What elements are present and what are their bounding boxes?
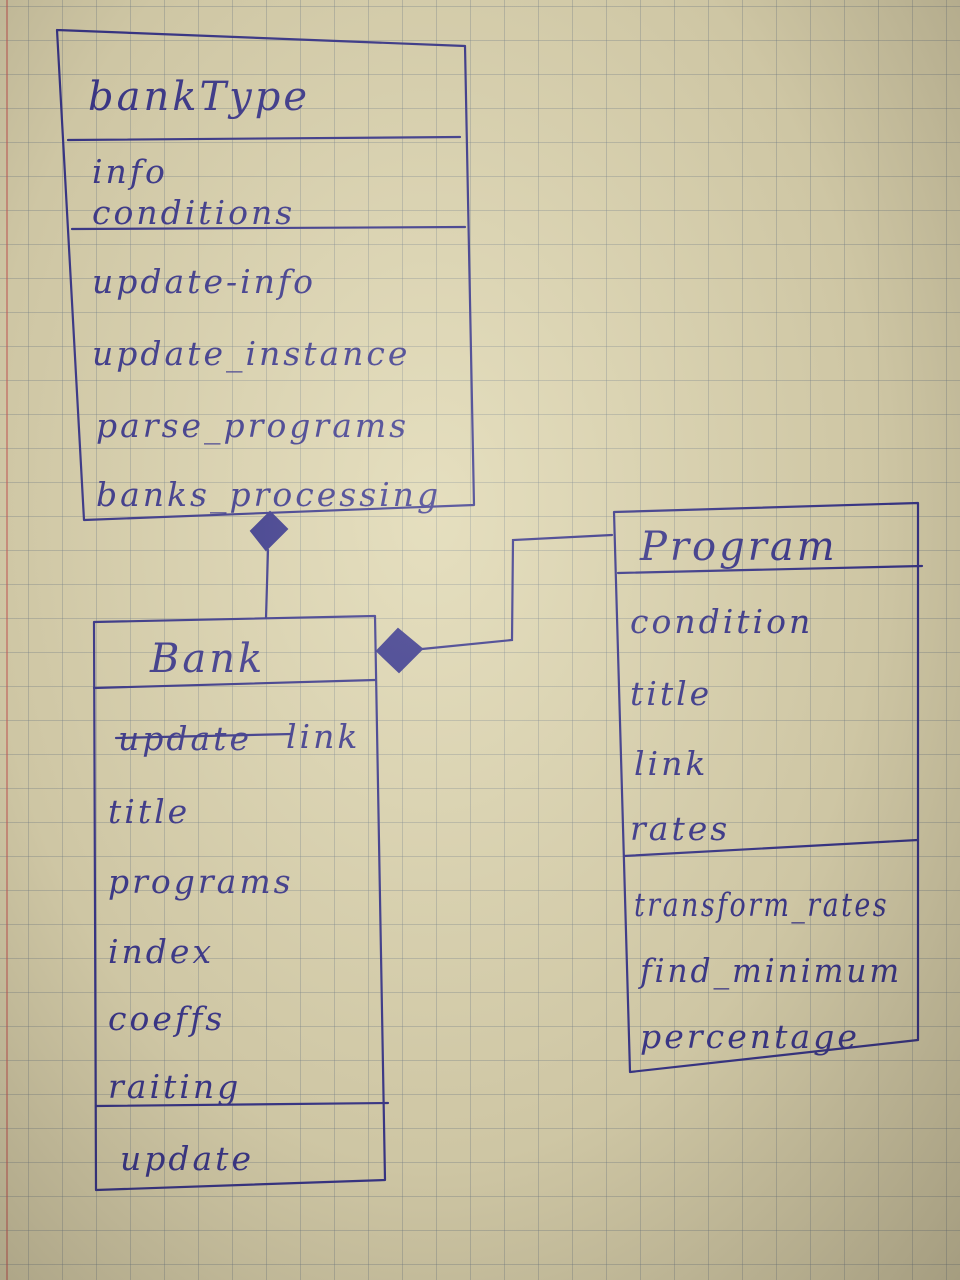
banktype-method-update-info: update-info [92,262,316,301]
bank-name-divider [92,678,377,690]
program-attr-title: title [630,674,712,713]
notebook-margin-line [6,0,8,1280]
strikethrough-line [114,732,294,740]
program-method-find-minimum: find_minimum [637,951,902,991]
program-method-percentage: percentage [640,1017,860,1056]
bank-attr-index: index [108,932,214,971]
bank-attributes-divider [94,1101,390,1108]
banktype-method-banks-processing: banks_processing [96,475,441,515]
banktype-attributes-divider [70,225,467,231]
bank-attr-title: title [108,792,190,831]
program-attr-link: link [634,744,708,783]
banktype-name-divider [66,135,462,142]
bank-attr-programs: programs [108,862,294,901]
program-name-divider [616,564,924,575]
bank-class-name: Bank [149,636,265,682]
bank-box-outline [92,614,387,1192]
relation-bank-program [375,533,614,674]
connector-banktype-bank [264,548,270,620]
class-banktype: bankType info conditions update-info upd… [55,28,476,522]
banktype-box-outline [55,28,476,522]
bank-attr-link: link [286,717,360,756]
relation-banktype-bank [249,510,289,620]
program-class-name: Program [639,524,838,570]
class-bank: Bank update link title programs index co… [92,614,390,1192]
banktype-method-parse-programs: parse_programs [96,406,409,446]
composition-diamond-banktype [249,510,289,552]
program-box-outline [612,501,920,1074]
program-attributes-divider [622,838,920,858]
program-method-transform-rates: transform_rates [634,885,889,925]
connector-bank-program [420,533,614,651]
bank-attr-raiting: raiting [108,1067,241,1106]
banktype-attr-info: info [92,152,168,191]
program-attr-condition: condition [630,602,813,641]
banktype-attr-conditions: conditions [92,193,295,232]
bank-attr-coeffs: coeffs [108,999,225,1038]
banktype-class-name: bankType [88,74,310,120]
program-attr-rates: rates [630,809,730,848]
class-program: Program condition title link rates trans… [612,501,924,1074]
composition-diamond-bank [375,627,424,674]
banktype-method-update-instance: update_instance [92,334,410,374]
bank-method-update: update [120,1139,254,1178]
